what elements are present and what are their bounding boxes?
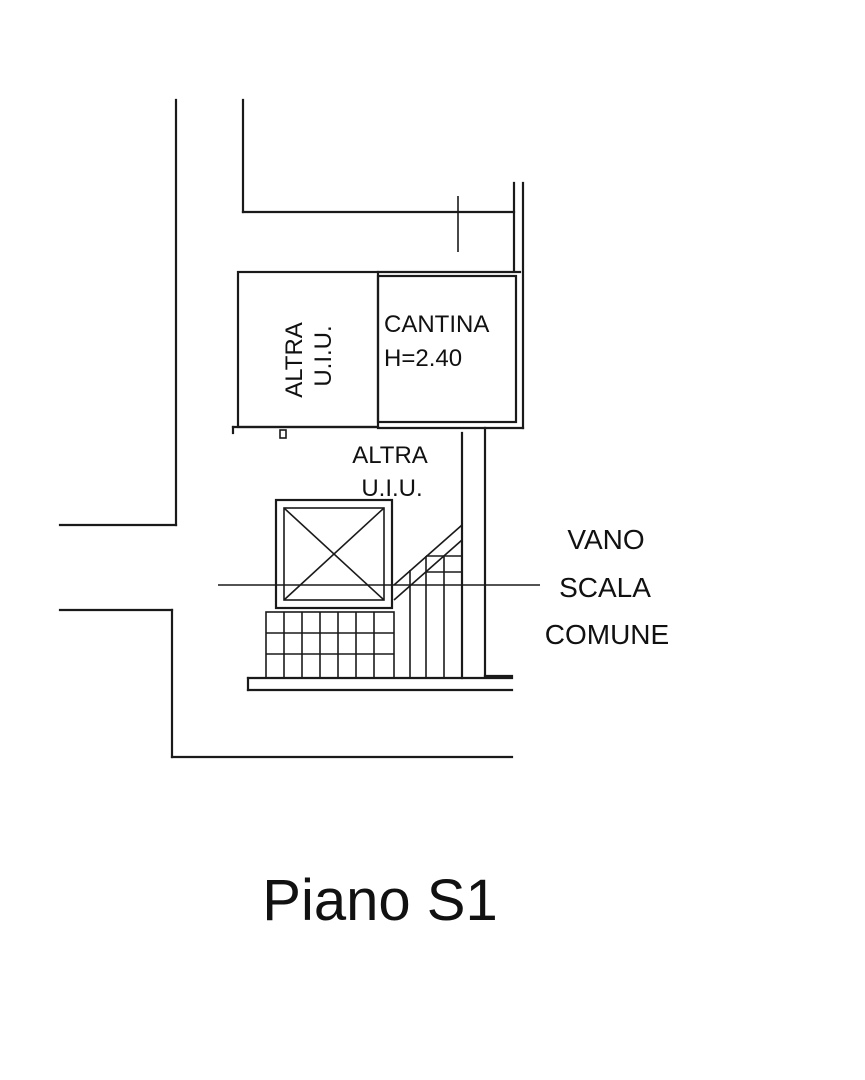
floor-title: Piano S1 bbox=[262, 868, 497, 933]
vano-scala-line3: COMUNE bbox=[545, 619, 669, 650]
altra-uiu-upper-line1: ALTRA bbox=[281, 322, 308, 398]
cantina-label: CANTINA bbox=[384, 311, 489, 338]
elevator-shaft bbox=[274, 498, 394, 610]
vano-scala-line1: VANO bbox=[567, 524, 644, 555]
altra-uiu-upper-line2: U.I.U. bbox=[310, 325, 337, 386]
altra-uiu-lower-line1: ALTRA bbox=[352, 442, 428, 469]
outer-walls bbox=[58, 98, 525, 759]
stair-steps bbox=[265, 524, 463, 679]
altra-uiu-lower-line2: U.I.U. bbox=[361, 475, 422, 502]
room-altra-uiu-upper bbox=[231, 270, 380, 439]
room-cantina bbox=[376, 270, 525, 430]
vano-scala-line2: SCALA bbox=[559, 572, 651, 603]
cantina-height-label: H=2.40 bbox=[384, 345, 462, 372]
